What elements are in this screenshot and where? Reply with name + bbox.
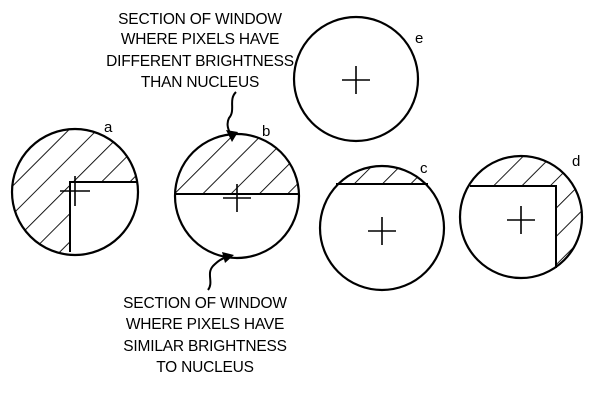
circle-label-d: d (572, 153, 580, 170)
nucleus-cross-c (368, 217, 396, 245)
annotation-bottom-line-1: SECTION OF WINDOW (123, 295, 287, 312)
nucleus-cross-e (342, 66, 370, 94)
circle-label-a: a (104, 119, 113, 136)
circle-label-e: e (415, 30, 423, 47)
annotation-bottom-line-4: TO NUCLEUS (156, 359, 254, 376)
circle-label-b: b (262, 123, 270, 140)
annotation-similar-brightness: SECTION OF WINDOW WHERE PIXELS HAVE SIMI… (123, 295, 287, 376)
circle-c: c (318, 160, 446, 292)
annotation-top-line-4: THAN NUCLEUS (141, 74, 259, 91)
nucleus-cross-b (223, 184, 251, 212)
nucleus-cross-d (507, 206, 535, 234)
annotation-different-brightness: SECTION OF WINDOW WHERE PIXELS HAVE DIFF… (106, 11, 294, 91)
nucleus-cross-a (60, 176, 90, 206)
circle-e: e (292, 15, 423, 143)
annotation-bottom-line-3: SIMILAR BRIGHTNESS (123, 338, 287, 355)
circle-d: d (458, 153, 584, 280)
annotation-top-line-3: DIFFERENT BRIGHTNESS (106, 53, 294, 70)
circle-label-c: c (420, 160, 428, 177)
circle-b: b (173, 123, 301, 260)
annotation-top-line-2: WHERE PIXELS HAVE (121, 31, 279, 48)
annotation-top-line-1: SECTION OF WINDOW (118, 11, 282, 28)
annotation-bottom-line-2: WHERE PIXELS HAVE (126, 316, 284, 333)
circle-a: a (10, 119, 140, 257)
